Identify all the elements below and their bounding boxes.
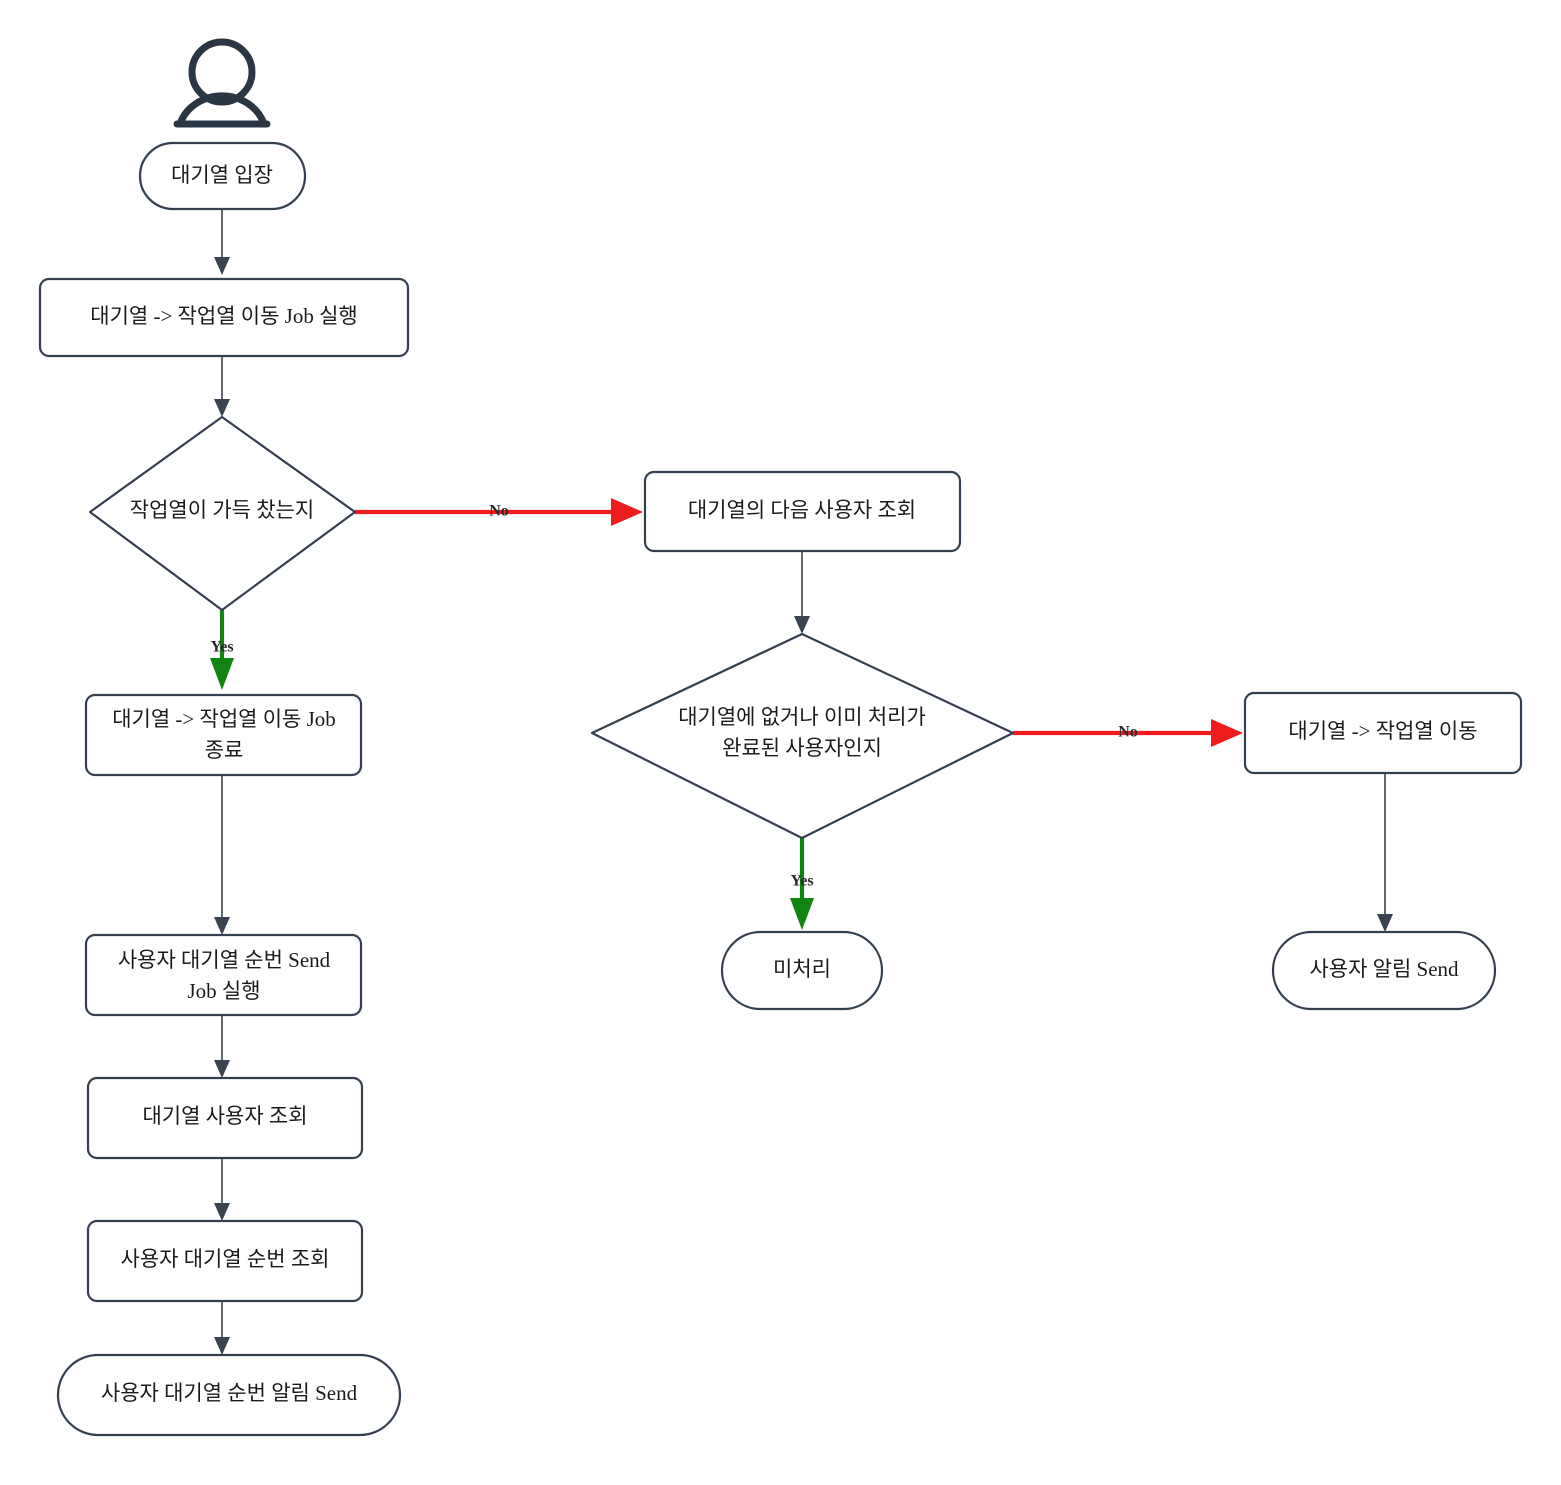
node-queue-users[interactable]: 대기열 사용자 조회 xyxy=(86,1076,364,1160)
node-rank-send-job[interactable]: 사용자 대기열 순번 Send Job 실행 xyxy=(84,933,363,1017)
edge-next-user-to-decision-user-done xyxy=(794,551,810,634)
edge-label-yes-1: Yes xyxy=(210,639,233,656)
edge-move-job-end-to-rank-send-job xyxy=(214,775,230,935)
node-decision-user-done-label-line1: 대기열에 없거나 이미 처리가 xyxy=(678,705,926,729)
node-rank-notify-label: 사용자 대기열 순번 알림 Send xyxy=(101,1381,358,1405)
node-rank-send-job-label-line2: Job 실행 xyxy=(187,979,260,1003)
node-move-job-run-label: 대기열 -> 작업열 이동 Job 실행 xyxy=(90,304,357,328)
node-decision-user-done[interactable]: 대기열에 없거나 이미 처리가 완료된 사용자인지 xyxy=(590,632,1015,840)
node-move-queue[interactable]: 대기열 -> 작업열 이동 xyxy=(1243,691,1523,775)
node-user-rank[interactable]: 사용자 대기열 순번 조회 xyxy=(86,1219,364,1303)
node-user-rank-label: 사용자 대기열 순번 조회 xyxy=(121,1247,330,1271)
edge-move-job-run-to-decision-queue-full xyxy=(214,355,230,417)
node-next-user[interactable]: 대기열의 다음 사용자 조회 xyxy=(643,470,962,553)
node-notify-send[interactable]: 사용자 알림 Send xyxy=(1271,930,1497,1011)
edge-decision-queue-full-no: No xyxy=(355,498,643,526)
node-move-job-end-label-line1: 대기열 -> 작업열 이동 Job xyxy=(112,707,336,731)
node-move-job-end[interactable]: 대기열 -> 작업열 이동 Job 종료 xyxy=(84,693,363,777)
edge-user-rank-to-rank-notify xyxy=(214,1301,230,1355)
node-start[interactable]: 대기열 입장 xyxy=(138,141,307,211)
edge-label-yes-2: Yes xyxy=(790,873,813,890)
edge-rank-send-job-to-queue-users xyxy=(214,1015,230,1078)
edge-label-no-1: No xyxy=(489,503,509,520)
edge-label-no-2: No xyxy=(1118,724,1138,741)
node-notify-send-label: 사용자 알림 Send xyxy=(1309,957,1459,981)
node-rank-notify[interactable]: 사용자 대기열 순번 알림 Send xyxy=(56,1353,402,1437)
edge-queue-users-to-user-rank xyxy=(214,1158,230,1221)
node-unprocessed[interactable]: 미처리 xyxy=(720,930,884,1011)
node-decision-queue-full-label: 작업열이 가득 찼는지 xyxy=(130,498,314,522)
node-rank-send-job-label-line1: 사용자 대기열 순번 Send xyxy=(118,948,331,972)
edge-decision-user-done-no: No xyxy=(1013,719,1243,747)
edge-decision-queue-full-yes: Yes xyxy=(210,610,234,690)
node-decision-queue-full[interactable]: 작업열이 가득 찼는지 xyxy=(88,415,357,612)
node-unprocessed-label: 미처리 xyxy=(773,957,831,981)
node-move-job-end-label-line2: 종료 xyxy=(205,738,244,762)
node-move-queue-label: 대기열 -> 작업열 이동 xyxy=(1288,719,1477,743)
node-decision-user-done-label-line2: 완료된 사용자인지 xyxy=(722,736,882,760)
edge-move-queue-to-notify-send xyxy=(1377,773,1393,932)
node-queue-users-label: 대기열 사용자 조회 xyxy=(142,1104,307,1128)
edge-start-to-move-job-run xyxy=(214,208,230,275)
node-start-label: 대기열 입장 xyxy=(171,163,273,187)
user-person-icon xyxy=(173,38,271,128)
node-next-user-label: 대기열의 다음 사용자 조회 xyxy=(688,498,916,522)
edge-decision-user-done-yes: Yes xyxy=(790,838,814,930)
node-move-job-run[interactable]: 대기열 -> 작업열 이동 Job 실행 xyxy=(38,277,410,358)
